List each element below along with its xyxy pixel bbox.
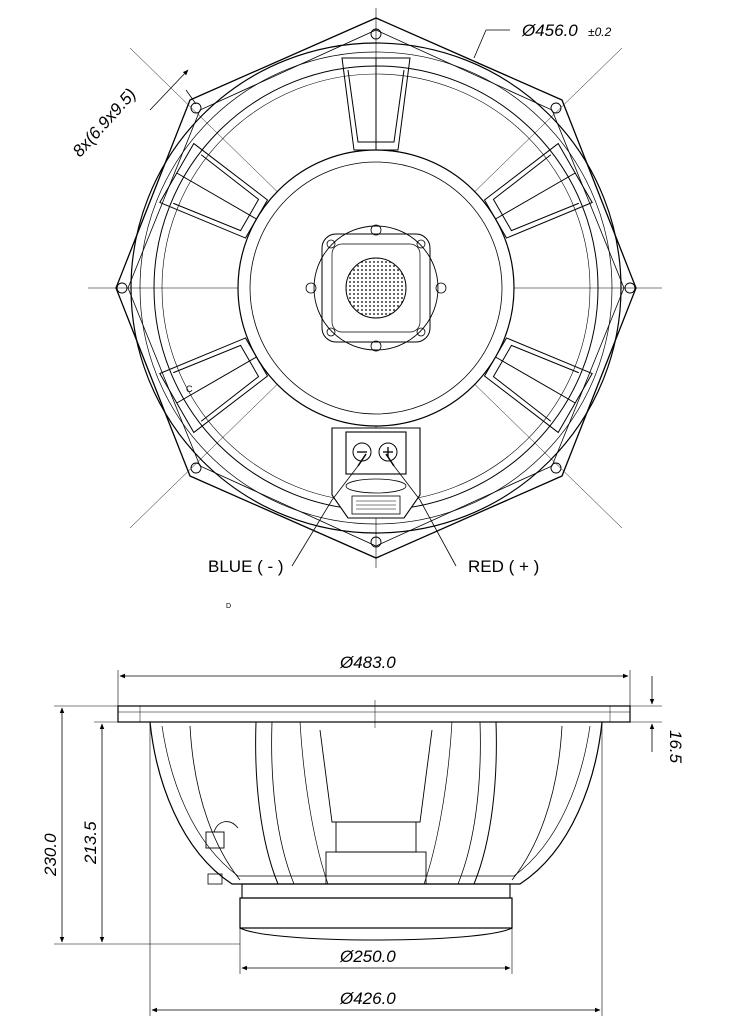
mount-circle-tolerance-label: ±0.2 bbox=[588, 25, 612, 39]
basket-body bbox=[149, 721, 603, 885]
side-view bbox=[54, 670, 662, 1016]
mount-circle-diameter-label: Ø456.0 bbox=[521, 21, 578, 40]
basket-spokes bbox=[159, 57, 593, 434]
outer-diameter-label: Ø483.0 bbox=[339, 653, 396, 672]
mounting-holes-label: 8x(6.9x9.5) bbox=[69, 85, 140, 161]
side-terminal bbox=[205, 831, 225, 849]
vent-mesh bbox=[345, 257, 407, 319]
mount-circle bbox=[130, 42, 622, 534]
flange bbox=[117, 705, 631, 723]
overall-depth-label: 230.0 bbox=[41, 833, 60, 877]
diameter-leader bbox=[473, 29, 487, 59]
red-positive-label: RED ( + ) bbox=[468, 557, 539, 576]
magnet-diameter-label: Ø250.0 bbox=[339, 947, 396, 966]
terminal-block bbox=[331, 427, 421, 519]
negative-leader bbox=[291, 499, 333, 567]
flange-thickness-label: 16.5 bbox=[666, 730, 685, 764]
stray-mark-d: D bbox=[226, 603, 231, 610]
holes-leader bbox=[149, 69, 189, 111]
mounting-depth-label: 213.5 bbox=[81, 821, 100, 865]
positive-terminal bbox=[378, 442, 398, 462]
magnet bbox=[241, 883, 511, 899]
blue-negative-label: BLUE ( - ) bbox=[208, 557, 284, 576]
mounting-holes bbox=[116, 28, 636, 548]
frame-mark-c: C bbox=[186, 384, 193, 394]
front-view bbox=[88, 8, 662, 568]
baffle-cutout-diameter-label: Ø426.0 bbox=[339, 989, 396, 1008]
positive-leader bbox=[419, 499, 457, 567]
